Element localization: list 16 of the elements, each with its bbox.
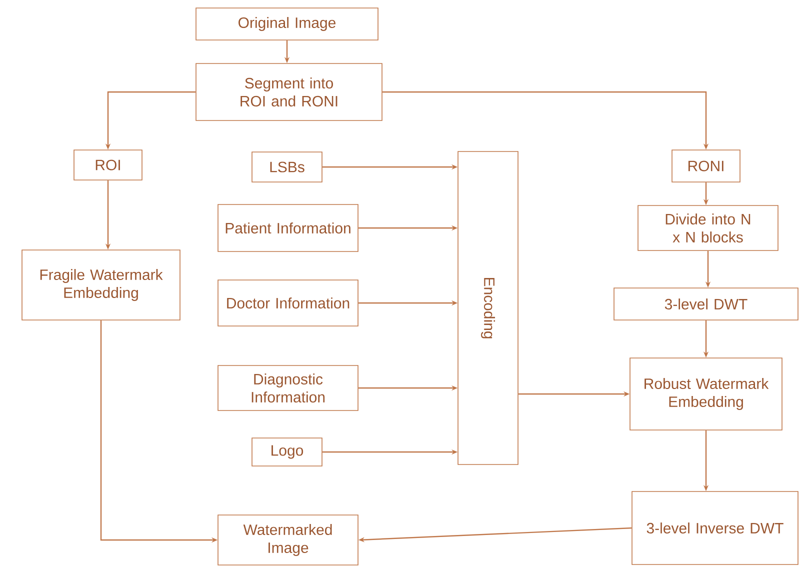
process-box: Divide into N x N blocks <box>638 205 778 251</box>
process-box: Segment into ROI and RONI <box>196 63 382 121</box>
process-box: Robust Watermark Embedding <box>630 358 782 430</box>
process-box: 3-level Inverse DWT <box>632 491 798 565</box>
process-box: Logo <box>252 438 322 466</box>
process-box: ROI <box>74 150 142 180</box>
process-box: Original Image <box>196 8 378 40</box>
process-box: RONI <box>672 150 740 182</box>
process-box: 3-level DWT <box>614 288 798 320</box>
process-box: Doctor Information <box>218 280 358 326</box>
process-box: Diagnostic Information <box>218 365 358 411</box>
process-box: Encoding <box>458 151 518 465</box>
process-box: LSBs <box>252 152 322 182</box>
process-box: Fragile Watermark Embedding <box>22 250 180 320</box>
process-box: Patient Information <box>218 204 358 252</box>
process-box: Watermarked Image <box>218 514 358 566</box>
